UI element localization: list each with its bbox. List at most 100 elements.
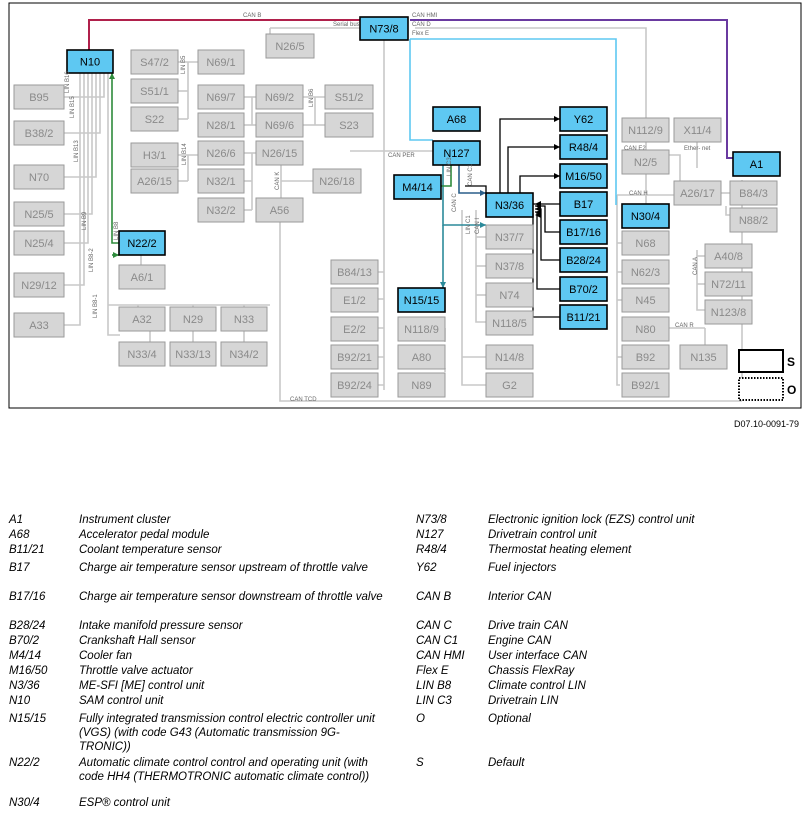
legend-code: O bbox=[416, 713, 425, 725]
box-label-a26-15: A26/15 bbox=[137, 176, 172, 188]
box-n33-4 bbox=[118, 341, 166, 367]
legend-description: Automatic climate control control and op… bbox=[79, 757, 370, 783]
box-a40-8 bbox=[704, 243, 753, 269]
box-label-e2-2: E2/2 bbox=[343, 324, 366, 336]
box-label-n73-8: N73/8 bbox=[369, 24, 398, 36]
box-b38-2 bbox=[13, 120, 65, 146]
bus-label-lin-b8-2: LIN B8-2 bbox=[89, 248, 95, 272]
legend-description: Cooler fan bbox=[79, 650, 133, 662]
bus-label-can-a: CAN A bbox=[693, 257, 699, 275]
legend-description: Fuel injectors bbox=[488, 562, 557, 574]
box-label-m16-50: M16/50 bbox=[565, 171, 602, 183]
box-label-n3-36: N3/36 bbox=[495, 200, 524, 212]
box-label-b11-21: B11/21 bbox=[566, 312, 600, 324]
box-n25-4 bbox=[13, 230, 65, 256]
bus-label-can-e2: CAN E2 bbox=[624, 146, 646, 152]
box-x11-4 bbox=[673, 117, 722, 143]
legend-code: LIN B8 bbox=[416, 680, 452, 692]
legend-description: Coolant temperature sensor bbox=[79, 544, 222, 556]
wire-can-c1 bbox=[458, 165, 486, 194]
box-label-n2-5: N2/5 bbox=[634, 157, 657, 169]
box-label-h3-1: H3/1 bbox=[143, 150, 166, 162]
box-label-n37-7: N37/7 bbox=[495, 232, 524, 244]
box-n80 bbox=[621, 316, 670, 342]
box-n10 bbox=[66, 49, 114, 74]
box-n118-5 bbox=[485, 310, 534, 336]
box-label-n25-4: N25/4 bbox=[24, 238, 53, 250]
box-label-n88-2: N88/2 bbox=[739, 215, 768, 227]
legend-description: Drive train CAN bbox=[488, 620, 568, 632]
legend-code: Flex E bbox=[416, 665, 449, 677]
box-n69-1 bbox=[197, 49, 245, 75]
legend-description: Engine CAN bbox=[488, 635, 552, 647]
arrow-n3-c1 bbox=[480, 190, 486, 196]
legend-code: A1 bbox=[9, 514, 24, 526]
box-r48-4 bbox=[559, 134, 608, 160]
wire-flex-e-n127 bbox=[409, 39, 433, 141]
box-g2 bbox=[485, 372, 534, 398]
legend-code: B28/24 bbox=[9, 620, 46, 632]
box-n70 bbox=[13, 164, 65, 190]
box-label-n112-9: N112/9 bbox=[628, 125, 663, 137]
box-n118-9 bbox=[397, 316, 446, 342]
box-label-n28-1: N28/1 bbox=[206, 120, 235, 132]
bus-label-lin-b14: LIN B14 bbox=[182, 143, 188, 165]
box-label-n30-4: N30/4 bbox=[631, 211, 660, 223]
key-default-label: S bbox=[787, 355, 795, 369]
box-b70-2 bbox=[559, 276, 608, 302]
key-default-box bbox=[738, 349, 784, 373]
legend-description: Thermostat heating element bbox=[488, 544, 632, 556]
arrow-n22 bbox=[113, 252, 119, 258]
box-n15-15 bbox=[397, 287, 446, 313]
box-label-a80: A80 bbox=[412, 352, 432, 364]
box-label-n37-8: N37/8 bbox=[495, 261, 524, 273]
bus-label-can-c1: CAN C1 bbox=[468, 163, 474, 186]
box-n73-8 bbox=[359, 16, 409, 41]
box-label-a33: A33 bbox=[29, 320, 49, 332]
legend-code: CAN C bbox=[416, 620, 452, 632]
box-n37-8 bbox=[485, 253, 534, 279]
box-n14-8 bbox=[485, 344, 534, 370]
box-n29-12 bbox=[13, 272, 65, 298]
reference-code: D07.10-0091-79 bbox=[734, 419, 800, 429]
bus-label-can-r: CAN R bbox=[675, 323, 694, 329]
box-n29 bbox=[169, 306, 217, 332]
box-b92-24 bbox=[330, 372, 379, 398]
box-label-n26-6: N26/6 bbox=[206, 148, 235, 160]
box-label-n26-18: N26/18 bbox=[319, 176, 354, 188]
box-label-b92-24: B92/24 bbox=[337, 380, 372, 392]
component-boxes: N10N73/8B95B38/2N70N25/5N25/4N29/12A33N2… bbox=[13, 16, 781, 398]
box-label-b84-3: B84/3 bbox=[739, 188, 768, 200]
box-n34-2 bbox=[220, 341, 268, 367]
box-label-b17: B17 bbox=[574, 199, 594, 211]
box-n32-1 bbox=[197, 168, 245, 194]
bus-label-serial-bus: Serial bus bbox=[333, 22, 360, 28]
box-label-s22: S22 bbox=[145, 114, 165, 126]
legend-description: Charge air temperature sensor upstream o… bbox=[79, 562, 368, 574]
bus-label-can-tcd: CAN TCD bbox=[290, 397, 317, 403]
box-label-n69-7: N69/7 bbox=[206, 92, 235, 104]
legend-description: Default bbox=[488, 757, 525, 769]
box-label-b28-24: B28/24 bbox=[566, 255, 601, 267]
bus-label-lin-b15: LIN B15 bbox=[70, 96, 76, 118]
box-a6-1 bbox=[118, 264, 166, 290]
box-n68 bbox=[621, 230, 670, 256]
box-n62-3 bbox=[621, 259, 670, 285]
box-label-n15-15: N15/15 bbox=[404, 295, 439, 307]
legend-description: Chassis FlexRay bbox=[488, 665, 575, 677]
arrow-n10 bbox=[109, 73, 115, 79]
legend-description: Accelerator pedal module bbox=[79, 529, 210, 541]
box-label-n32-2: N32/2 bbox=[206, 205, 235, 217]
box-n25-5 bbox=[13, 201, 65, 227]
box-label-n69-6: N69/6 bbox=[265, 120, 294, 132]
legend-code: CAN C1 bbox=[416, 635, 459, 647]
box-label-n25-5: N25/5 bbox=[24, 209, 53, 221]
box-label-b70-2: B70/2 bbox=[569, 284, 598, 296]
bus-label-can-k: CAN K bbox=[275, 172, 281, 190]
legend-code: M16/50 bbox=[9, 665, 48, 677]
box-a33 bbox=[13, 312, 65, 338]
box-a68 bbox=[432, 106, 481, 132]
legend-code: Y62 bbox=[416, 562, 437, 574]
box-n37-7 bbox=[485, 224, 534, 250]
